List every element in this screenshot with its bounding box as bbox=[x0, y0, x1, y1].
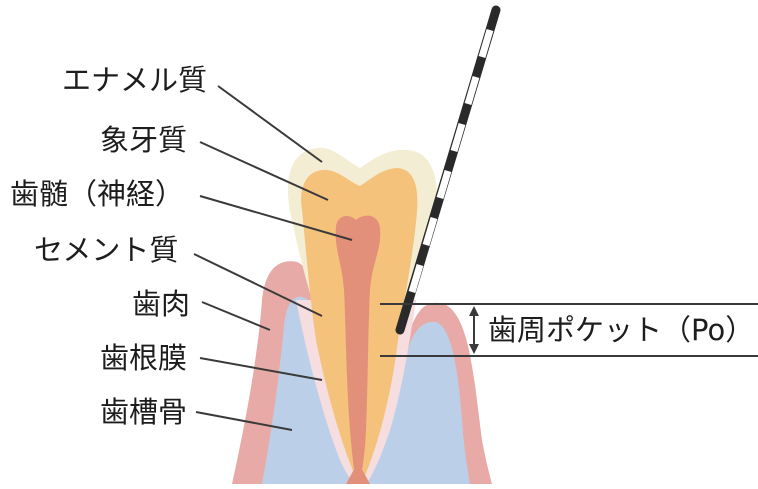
leader-dentin bbox=[199, 141, 329, 201]
leader-bone bbox=[195, 411, 293, 431]
periodontal-probe-icon bbox=[395, 5, 501, 335]
root-apex-shape bbox=[346, 462, 370, 484]
label-gingiva: 歯肉 bbox=[132, 287, 191, 321]
label-bone: 歯槽骨 bbox=[100, 395, 188, 429]
label-pulp: 歯髄（神経） bbox=[10, 177, 185, 211]
leader-gingiva bbox=[201, 301, 271, 331]
leader-pdl bbox=[199, 357, 323, 381]
label-enamel: エナメル質 bbox=[62, 63, 208, 97]
pulp-shape bbox=[335, 215, 381, 484]
label-periodontal-pocket: 歯周ポケット（Po） bbox=[488, 313, 755, 347]
label-pdl: 歯根膜 bbox=[100, 341, 188, 375]
label-cementum: セメント質 bbox=[34, 233, 179, 267]
leader-enamel bbox=[217, 85, 323, 163]
leader-pulp bbox=[199, 195, 353, 241]
leader-cementum bbox=[193, 253, 323, 317]
pocket-depth-arrow bbox=[469, 306, 479, 354]
label-dentin: 象牙質 bbox=[100, 123, 188, 157]
